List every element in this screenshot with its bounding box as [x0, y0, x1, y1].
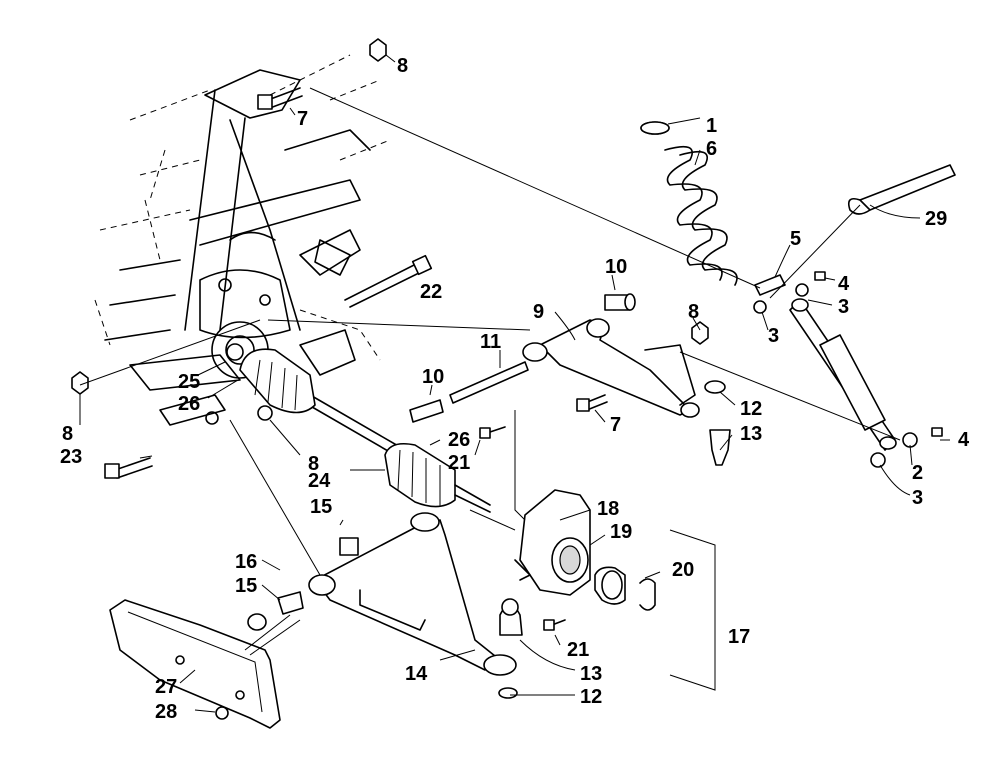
spring-retainer: [754, 274, 786, 296]
callout-8b: 8: [688, 301, 699, 323]
callout-7a: 7: [297, 108, 308, 130]
callout-8c: 8: [62, 423, 73, 445]
callout-28: 28: [155, 701, 177, 723]
callout-11: 11: [480, 331, 501, 353]
snap-ring: [639, 578, 656, 611]
shock-absorber: [789, 298, 897, 451]
callout-25: 25: [178, 371, 200, 393]
callout-7b: 7: [610, 414, 621, 436]
callout-9: 9: [533, 301, 544, 323]
callout-23: 23: [60, 446, 82, 468]
assembly-lines: [79, 87, 901, 691]
callout-labels: 1 6 29 5 4 3 3 4 2 3 8 7 10 9 8 22 11 10…: [60, 55, 970, 723]
callout-15b: 15: [235, 575, 257, 597]
callout-26b: 26: [448, 429, 470, 451]
spanner-wrench: [847, 164, 956, 215]
callout-27: 27: [155, 676, 177, 698]
frame-assembly: [94, 54, 391, 426]
callout-15a: 15: [310, 496, 332, 518]
callout-13b: 13: [580, 663, 602, 685]
callout-17: 17: [728, 626, 750, 648]
callout-3b: 3: [768, 325, 779, 347]
callout-10a: 10: [605, 256, 627, 278]
callout-1: 1: [706, 115, 717, 137]
callout-leaders: [79, 54, 950, 713]
callout-29: 29: [925, 208, 947, 230]
callout-26a: 26: [178, 393, 200, 415]
callout-12a: 12: [740, 398, 762, 420]
callout-10b: 10: [422, 366, 444, 388]
callout-21b: 21: [567, 639, 589, 661]
callout-6: 6: [706, 138, 717, 160]
callout-12b: 12: [580, 686, 602, 708]
upper-a-arm: [522, 318, 700, 418]
callout-4a: 4: [838, 273, 850, 295]
callout-20: 20: [672, 559, 694, 581]
callout-24: 24: [308, 470, 331, 492]
callout-3c: 3: [912, 487, 923, 509]
steering-knuckle: [514, 489, 591, 596]
callout-8a: 8: [397, 55, 408, 77]
callout-19: 19: [610, 521, 632, 543]
callout-3a: 3: [838, 296, 849, 318]
lower-a-arm: [308, 512, 517, 676]
callout-4b: 4: [958, 429, 970, 451]
bushings-nuts-bolts: [71, 38, 943, 720]
wheel-bearing: [594, 566, 626, 605]
cv-axle: [226, 343, 491, 513]
callout-22: 22: [420, 281, 442, 303]
callout-5: 5: [790, 228, 801, 250]
callout-16: 16: [235, 551, 257, 573]
callout-2: 2: [912, 462, 923, 484]
callout-8d: 8: [308, 453, 319, 475]
callout-13a: 13: [740, 423, 762, 445]
coil-spring: [640, 121, 738, 286]
callout-14: 14: [405, 663, 428, 685]
skid-plate: [109, 599, 281, 729]
callout-18: 18: [597, 498, 619, 520]
callout-21a: 21: [448, 452, 470, 474]
